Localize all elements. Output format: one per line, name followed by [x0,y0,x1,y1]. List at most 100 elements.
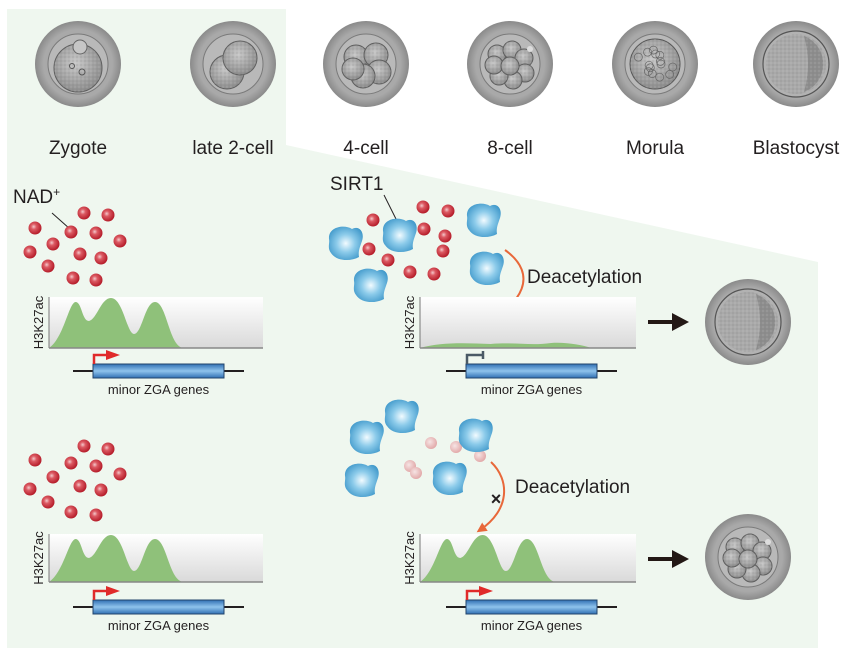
tss-arrow-head [479,586,493,596]
h3k27ac-axis-label: H3K27ac [402,295,417,349]
sirt1-enzyme [353,268,388,303]
nad-molecule [23,245,37,259]
nad-molecule [89,459,103,473]
nad-molecule [23,482,37,496]
gene-label: minor ZGA genes [108,382,210,397]
outcome-layer [648,279,791,600]
nad-molecule [441,204,455,218]
gene-label: minor ZGA genes [481,382,583,397]
nad-molecule [417,222,431,236]
sirt1-label: SIRT1 [330,174,384,195]
nad-molecule [64,456,78,470]
stage-label: 4-cell [343,138,388,159]
gene-label: minor ZGA genes [108,618,210,633]
h3k27ac-signal-peaks [49,535,184,582]
nad-molecule [28,453,42,467]
stage-label: late 2-cell [192,138,273,159]
nad-molecule [101,208,115,222]
nad-molecule [113,467,127,481]
nad-molecule [46,237,60,251]
deacetylation-label-top: Deacetylation [527,267,642,288]
tss-repressed-symbol [465,351,485,364]
sirt1-pointer-line [383,194,398,222]
nad-molecule [73,479,87,493]
nad-molecule [41,495,55,509]
nad-molecule [94,251,108,265]
embryo-stage-row: Zygote late 2-cell 4-cell 8-cell Morula Blast… [35,21,840,159]
stage-label: Zygote [49,138,107,159]
sirt1-label-group: SIRT1 [330,174,398,222]
stage-blastocyst: Blastocyst [753,21,840,159]
nad-molecule [28,221,42,235]
nad-molecule [101,442,115,456]
nad-molecule [46,470,60,484]
h3k27ac-signal-peaks [420,535,557,582]
eight-cell-embryo-image [467,21,553,107]
tss-active-arrow [465,589,480,600]
nad-molecule [77,206,91,220]
h3k27ac-axis-label: H3K27ac [402,531,417,585]
deacetylation-bottom-group: × Deacetylation [476,461,630,533]
nad-molecule [362,242,376,256]
sirt1-enzyme [432,461,467,496]
stage-label: Blastocyst [753,138,840,159]
zygote-embryo-image [35,21,121,107]
h3k27ac-signal-peaks [49,298,184,348]
nad-molecule [89,273,103,287]
nad-molecule [436,244,450,258]
gene-body [92,363,225,379]
nad-molecule-depleted [410,467,422,479]
sirt1-enzyme [382,218,417,253]
nad-molecule [89,226,103,240]
nad-molecule [89,508,103,522]
stage-eight-cell: 8-cell [467,21,553,159]
gene-body [465,363,598,379]
nad-molecule-depleted [425,437,437,449]
stage-morula: Morula [612,21,698,159]
outcome-eight-cell-embryo [705,514,791,600]
stage-four-cell: 4-cell [323,21,409,159]
gene-body [465,599,598,615]
nad-pointer-line [51,212,71,230]
outcome-blastocyst-embryo [705,279,791,365]
nad-molecule-depleted [450,441,462,453]
nad-label-group: NAD+ [13,185,71,230]
outcome-arrow-top [648,313,689,331]
gene-label: minor ZGA genes [481,618,583,633]
nad-molecule [113,234,127,248]
blastocyst-embryo-image [753,21,839,107]
h3k27ac-axis-label: H3K27ac [31,295,46,349]
nad-molecule [366,213,380,227]
outcome-arrow-bottom [648,550,689,568]
nad-molecule [427,267,441,281]
stage-label: Morula [626,138,685,159]
nad-molecule [438,229,452,243]
four-cell-embryo-image [323,21,409,107]
deacetylation-arrow-bottom [476,461,505,533]
h3k27ac-signal-peaks [420,342,592,348]
nad-molecule [403,265,417,279]
stage-zygote: Zygote [35,21,121,159]
deacetylation-label-bottom: Deacetylation [515,477,630,498]
nad-molecule [416,200,430,214]
tss-arrow-head [106,350,120,360]
tss-active-arrow [92,353,107,364]
nad-molecule [41,259,55,273]
nad-molecule-depleted [474,450,486,462]
sirt1-enzyme [384,399,419,434]
signal-panel-top-left: H3K27ac minor ZGA genes [31,295,263,397]
sirt1-enzyme [328,226,363,261]
tss-active-arrow [92,589,107,600]
nad-molecule [94,483,108,497]
nad-molecule [66,271,80,285]
nad-molecule [381,253,395,267]
nad-label: NAD+ [13,185,60,208]
stage-two-cell: late 2-cell [190,21,276,159]
molecule-layer [23,200,504,522]
nad-molecule [64,505,78,519]
stage-label: 8-cell [487,138,532,159]
sirt1-enzyme [469,251,504,286]
morula-embryo-image [612,21,698,107]
